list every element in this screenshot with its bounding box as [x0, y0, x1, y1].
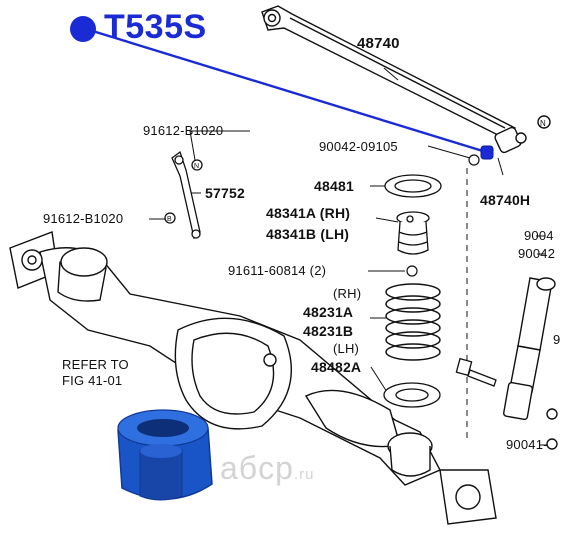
- lower-insulator: [383, 382, 441, 408]
- label-48231a: 48231A: [303, 304, 354, 320]
- highlighted-bushing: [480, 145, 494, 160]
- label-rh-tag: (RH): [333, 286, 362, 301]
- label-90042-09105: 90042-09105: [319, 139, 398, 154]
- watermark-logo: aбcp.ru: [220, 450, 314, 487]
- bump-stopper: [396, 211, 430, 255]
- shock-bolt: [455, 357, 497, 387]
- label-91612-b1020-upper: 91612-B1020: [143, 123, 224, 138]
- label-48482a: 48482A: [311, 359, 362, 375]
- label-48231b: 48231B: [303, 323, 354, 339]
- label-lh-tag: (LH): [333, 341, 360, 356]
- pointer-line: [85, 27, 487, 154]
- label-91612-b1020-lower: 91612-B1020: [43, 211, 124, 226]
- watermark-brand: aбcp: [220, 450, 294, 486]
- coil-spring: [385, 283, 441, 361]
- label-48740h: 48740H: [480, 192, 531, 208]
- part-indicator-dot: [70, 16, 96, 42]
- label-48341b-lh: 48341B (LH): [266, 226, 350, 242]
- label-48740: 48740: [357, 35, 400, 52]
- shock-absorber: [503, 277, 558, 450]
- watermark-tld: .ru: [293, 466, 315, 483]
- bushing-photo: [117, 409, 213, 501]
- label-57752: 57752: [205, 185, 245, 201]
- label-48481: 48481: [314, 178, 354, 194]
- leader-lines: [149, 67, 552, 446]
- label-9-side: 9: [553, 332, 561, 347]
- link-rod: N B: [164, 150, 203, 240]
- bumper-nut: [406, 265, 418, 277]
- label-9004: 9004: [524, 228, 554, 243]
- svg-text:B: B: [167, 216, 172, 223]
- label-91611-60814: 91611-60814 (2): [228, 263, 327, 278]
- label-48341a-rh: 48341A (RH): [266, 205, 351, 221]
- spring-insulator: [384, 174, 442, 198]
- part-code-title: T535S: [104, 8, 207, 46]
- label-refer-to: REFER TO: [62, 357, 129, 372]
- label-90041: 90041-: [506, 437, 548, 452]
- lateral-rod: N: [261, 5, 551, 154]
- axle-housing: [9, 231, 497, 525]
- svg-text:N: N: [194, 163, 199, 170]
- label-fig-41-01: FIG 41-01: [62, 373, 123, 388]
- svg-text:N: N: [540, 119, 546, 128]
- label-90042: 90042: [518, 246, 556, 261]
- bushing-nut: [468, 154, 480, 166]
